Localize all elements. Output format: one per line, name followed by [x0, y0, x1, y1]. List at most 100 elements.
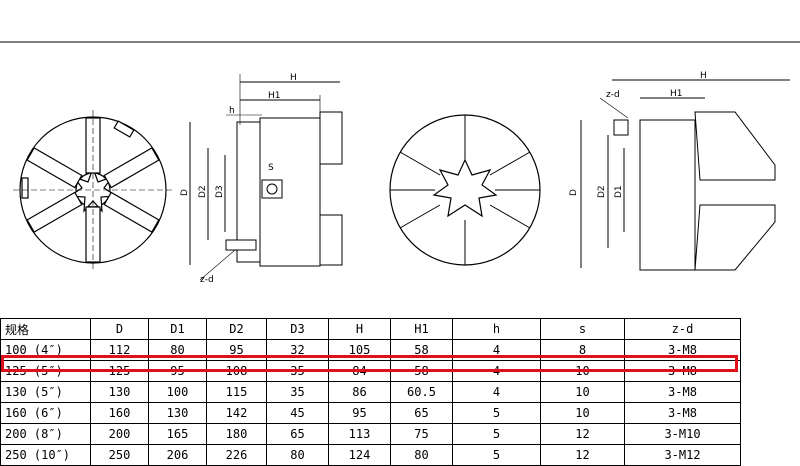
upper-jaw	[319, 111, 343, 165]
cell: 100	[148, 381, 207, 403]
cell: 180	[206, 423, 267, 445]
cell: 65	[390, 402, 453, 424]
cell: 105	[328, 339, 391, 361]
cell: 108	[206, 360, 267, 382]
cell: 45	[266, 402, 329, 424]
cell: 3-M8	[624, 381, 741, 403]
header-spec: 规格	[0, 318, 91, 340]
cell: 142	[206, 402, 267, 424]
cell: 130 (5″)	[0, 381, 91, 403]
cell: 160	[90, 402, 149, 424]
cell: 4	[452, 381, 541, 403]
header-D3: D3	[266, 318, 329, 340]
cell: 12	[540, 423, 625, 445]
cell: 130	[148, 402, 207, 424]
cell: 113	[328, 423, 391, 445]
technical-drawings: H H1 h D D2 D3 S z-d H H1 z-d D	[0, 41, 800, 285]
right-upper-jaw	[694, 111, 776, 181]
cell: 35	[266, 381, 329, 403]
label-zd-right: z-d	[606, 90, 620, 100]
cell: 10	[540, 381, 625, 403]
label-D-right: D	[569, 189, 579, 196]
front-view-jaws	[13, 110, 173, 270]
cell: 80	[390, 444, 453, 466]
header-h: h	[452, 318, 541, 340]
side-view-left	[189, 74, 343, 281]
top-screw	[113, 120, 135, 138]
header-H1: H1	[390, 318, 453, 340]
cell: 3-M8	[624, 360, 741, 382]
side-screw	[21, 177, 29, 199]
label-D2: D2	[198, 185, 208, 198]
label-H1-right: H1	[670, 89, 683, 99]
cell: 95	[206, 339, 267, 361]
jaw-4	[85, 206, 101, 263]
cell: 206	[148, 444, 207, 466]
face-star-bore	[432, 158, 498, 218]
label-H1: H1	[268, 91, 281, 101]
cell: 10	[540, 402, 625, 424]
cell: 200 (8″)	[0, 423, 91, 445]
cell: 250	[90, 444, 149, 466]
header-D: D	[90, 318, 149, 340]
cell: 4	[452, 339, 541, 361]
cell: 4	[452, 360, 541, 382]
right-body	[639, 119, 696, 271]
jaw-2	[103, 147, 160, 189]
cell: 3-M8	[624, 339, 741, 361]
cell: 35	[266, 360, 329, 382]
cell: 100 (4″)	[0, 339, 91, 361]
cell: 10	[540, 360, 625, 382]
label-D: D	[180, 189, 190, 196]
header-zd: z-d	[624, 318, 741, 340]
right-lower-jaw	[694, 204, 776, 271]
label-D1-right: D1	[614, 185, 624, 198]
cell: 125 (5″)	[0, 360, 91, 382]
header-D1: D1	[148, 318, 207, 340]
cell: 5	[452, 402, 541, 424]
mount-bolt	[225, 239, 257, 251]
label-D3: D3	[215, 185, 225, 198]
cell: 160 (6″)	[0, 402, 91, 424]
label-S: S	[268, 163, 274, 173]
cell: 112	[90, 339, 149, 361]
cell: 80	[148, 339, 207, 361]
cell: 84	[328, 360, 391, 382]
jaw-5	[26, 191, 83, 233]
cell: 3-M8	[624, 402, 741, 424]
zd-leader-left	[199, 249, 236, 281]
label-H-right: H	[700, 71, 707, 81]
cell: 115	[206, 381, 267, 403]
cell: 125	[90, 360, 149, 382]
right-bolt	[613, 119, 629, 136]
hex-socket-inner	[266, 183, 278, 195]
side-view-right	[580, 79, 790, 271]
cell: 75	[390, 423, 453, 445]
face-view	[389, 114, 541, 266]
cell: 250 (10″)	[0, 444, 91, 466]
cell: 8	[540, 339, 625, 361]
cell: 3-M12	[624, 444, 741, 466]
cell: 5	[452, 423, 541, 445]
cell: 60.5	[390, 381, 453, 403]
cell: 130	[90, 381, 149, 403]
table-header-row: 规格 D D1 D2 D3 H H1 h s z-d	[0, 318, 741, 340]
cell: 86	[328, 381, 391, 403]
cell: 124	[328, 444, 391, 466]
cell: 95	[148, 360, 207, 382]
label-H: H	[290, 73, 297, 83]
face-slots	[390, 115, 540, 265]
label-h: h	[229, 106, 235, 116]
cell: 5	[452, 444, 541, 466]
cell: 32	[266, 339, 329, 361]
label-zd-left: z-d	[200, 275, 214, 285]
cell: 165	[148, 423, 207, 445]
header-s: s	[540, 318, 625, 340]
cell: 200	[90, 423, 149, 445]
